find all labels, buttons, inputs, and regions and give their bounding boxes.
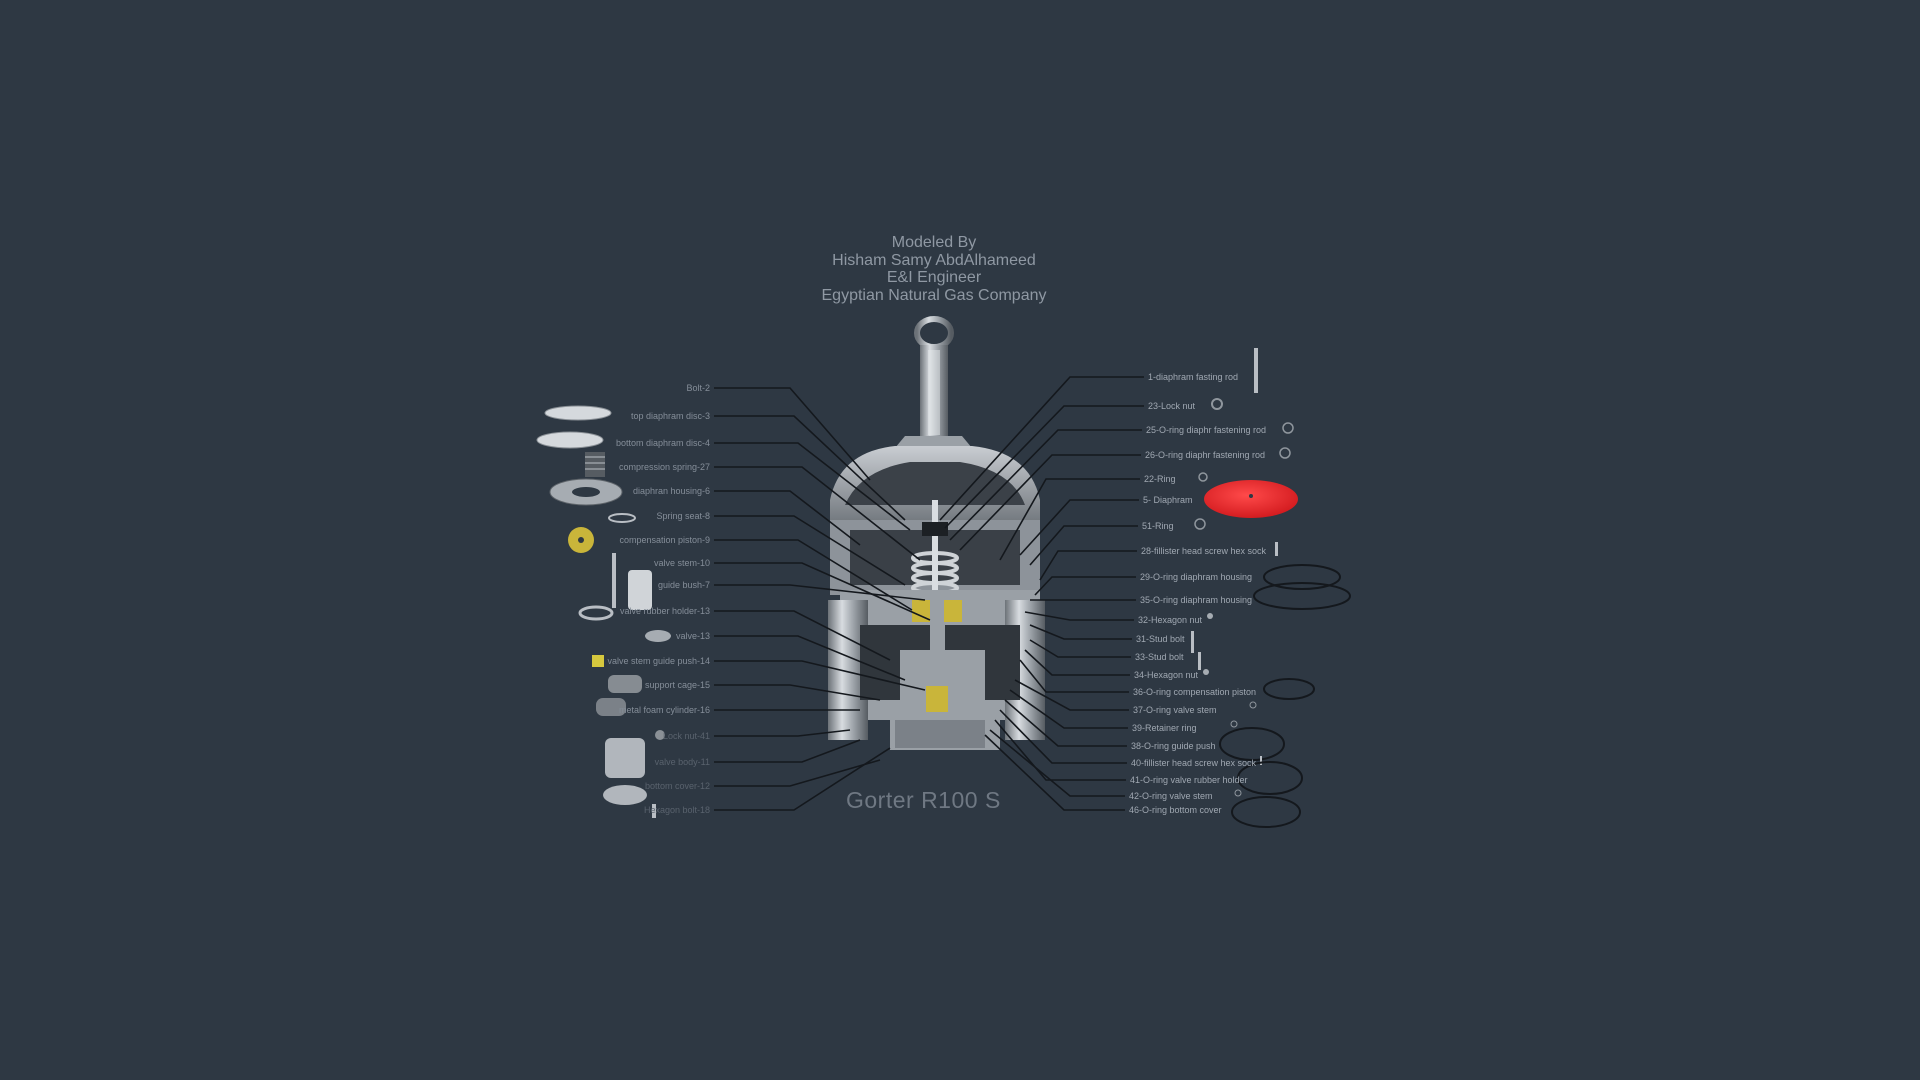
left-label: top diaphram disc-3	[631, 411, 710, 421]
left-label: valve stem guide push-14	[607, 656, 710, 666]
leader-line	[1024, 649, 1130, 676]
leader-line	[714, 584, 926, 601]
leader-line	[714, 490, 861, 546]
right-label: 38-O-ring guide push	[1131, 741, 1216, 751]
leader-line	[999, 709, 1127, 764]
leader-line	[714, 729, 851, 737]
leader-line	[714, 759, 881, 787]
leader-line	[714, 515, 906, 586]
leader-line	[714, 684, 881, 701]
left-label: Lock nut-41	[663, 731, 710, 741]
leader-line	[939, 376, 1144, 521]
left-label: Spring seat-8	[656, 511, 710, 521]
left-label: support cage-15	[645, 680, 710, 690]
right-label: 41-O-ring valve rubber holder	[1130, 775, 1248, 785]
credits-company: Egyptian Natural Gas Company	[821, 286, 1047, 304]
credits-block: Modeled By Hisham Samy AbdAlhameed E&I E…	[0, 234, 1868, 304]
right-label: 23-Lock nut	[1148, 401, 1196, 411]
right-parts	[1191, 348, 1351, 828]
leader-line	[714, 442, 911, 531]
leader-line	[984, 734, 1125, 811]
right-label: 25-O-ring diaphr fastening rod	[1146, 425, 1266, 435]
left-label: bottom diaphram disc-4	[616, 438, 710, 448]
leader-line	[714, 562, 931, 621]
leader-line	[1034, 576, 1136, 596]
right-label: 35-O-ring diaphram housing	[1140, 595, 1252, 605]
right-label: 31-Stud bolt	[1136, 634, 1185, 644]
left-parts	[536, 405, 671, 818]
right-labels: 1-diaphram fasting rod 23-Lock nut 25-O-ri…	[1129, 372, 1267, 815]
leader-line	[1039, 550, 1137, 581]
leader-line	[959, 454, 1141, 551]
left-label: valve rubber holder-13	[620, 606, 710, 616]
credits-role: E&I Engineer	[886, 269, 982, 286]
left-label: compression spring-27	[619, 462, 710, 472]
eye-bolt-ring	[914, 316, 954, 350]
leader-lines	[714, 376, 1144, 811]
leader-line	[714, 739, 861, 763]
right-label: 34-Hexagon nut	[1134, 670, 1199, 680]
right-label: 28-fillister head screw hex sock	[1141, 546, 1267, 556]
right-label: 36-O-ring compensation piston	[1133, 687, 1256, 697]
right-label: 33-Stud bolt	[1135, 652, 1184, 662]
left-label: compensation piston-9	[619, 535, 710, 545]
credits-author: Hisham Samy AbdAlhameed	[832, 251, 1036, 269]
right-label: 46-O-ring bottom cover	[1129, 805, 1222, 815]
leader-line	[714, 539, 913, 611]
leader-line	[714, 747, 891, 811]
right-label: 39-Retainer ring	[1132, 723, 1197, 733]
leader-line	[1019, 659, 1129, 693]
leader-line	[949, 429, 1142, 541]
leader-line	[714, 610, 891, 661]
leader-line	[714, 635, 906, 681]
right-label: 51-Ring	[1142, 521, 1174, 531]
leader-line	[1009, 689, 1128, 729]
diaphragm-red	[1204, 480, 1298, 518]
right-label: 26-O-ring diaphr fastening rod	[1145, 450, 1265, 460]
left-label: valve stem-10	[654, 558, 710, 568]
right-label: 37-O-ring valve stem	[1133, 705, 1217, 715]
leader-line	[1019, 499, 1139, 556]
left-label: valve body-11	[655, 757, 710, 767]
right-label: 42-O-ring valve stem	[1129, 791, 1213, 801]
leader-line	[1029, 624, 1132, 640]
left-label: Hexagon bolt-18	[644, 805, 710, 815]
leader-line	[714, 466, 921, 561]
left-label: Bolt-2	[686, 383, 710, 393]
leader-line	[989, 729, 1125, 797]
right-label: 5- Diaphram	[1143, 495, 1193, 505]
leader-line	[999, 478, 1140, 561]
left-label: bottom cover-12	[645, 781, 710, 791]
left-label: metal foam cylinder-16	[619, 705, 710, 715]
credits-modeled-by: Modeled By	[891, 234, 977, 251]
leader-line	[714, 415, 906, 521]
model-title: Gorter R100 S	[846, 787, 1001, 813]
leader-line	[944, 405, 1144, 529]
left-labels: Bolt-2 top diaphram disc-3 bottom diaphram…	[607, 383, 710, 815]
leader-line	[1014, 679, 1129, 711]
left-label: valve-13	[676, 631, 710, 641]
right-label: 1-diaphram fasting rod	[1148, 372, 1238, 382]
valve-assembly	[828, 316, 1045, 750]
left-label: guide bush-7	[658, 580, 710, 590]
leader-line	[1024, 611, 1134, 621]
leader-line	[994, 719, 1126, 781]
right-label: 29-O-ring diaphram housing	[1140, 572, 1252, 582]
leader-line	[1029, 639, 1131, 658]
leader-line	[714, 387, 871, 481]
leader-line	[1004, 699, 1127, 747]
right-label: 40-fillister head screw hex sock	[1131, 758, 1257, 768]
right-label: 22-Ring	[1144, 474, 1176, 484]
left-label: diaphran housing-6	[633, 486, 710, 496]
leader-line	[1029, 525, 1138, 566]
right-label: 32-Hexagon nut	[1138, 615, 1203, 625]
leader-line	[714, 660, 926, 691]
